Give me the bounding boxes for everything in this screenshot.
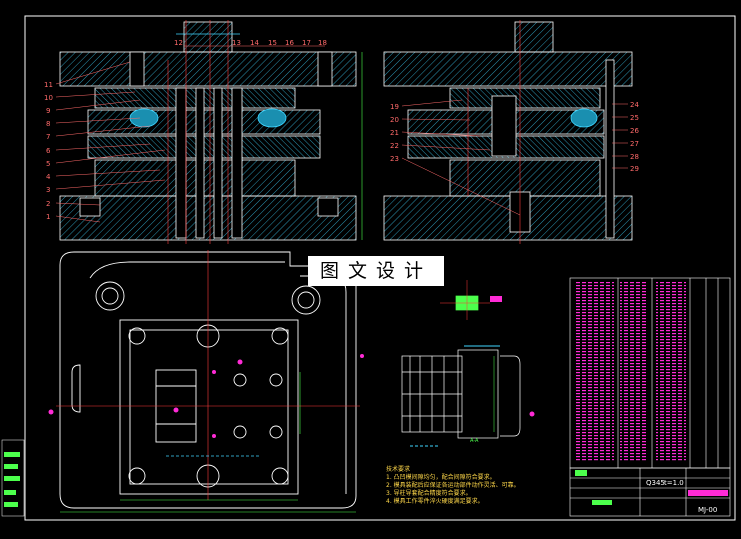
part-number: 14: [250, 39, 259, 47]
part-number: 5: [46, 160, 50, 168]
part-number: 7: [46, 133, 50, 141]
part-number: 28: [630, 153, 639, 161]
notes-title: 技术要求: [386, 466, 411, 473]
note-line: 1. 凸凹模间隙均匀，配合间隙符合要求。: [386, 474, 496, 481]
part-numbers-top: 12 13 14 15 16 17 18: [174, 39, 327, 47]
part-number: 3: [46, 186, 50, 194]
drawing-number: MJ-00: [698, 506, 717, 514]
note-line: 2. 模具装配后应保证各运动部件动作灵活、可靠。: [386, 482, 520, 489]
part-number: 26: [630, 127, 639, 135]
note-line: 3. 导柱导套配合精度符合要求。: [386, 490, 472, 497]
side-section-view: [383, 20, 633, 244]
material-label: Q345: [646, 479, 665, 487]
part-number: 13: [232, 39, 241, 47]
part-number: 23: [390, 155, 399, 163]
part-number: 11: [44, 81, 53, 89]
part-number: 15: [268, 39, 277, 47]
revision-stub: [1, 439, 25, 517]
technical-notes: 技术要求 1. 凸凹模间隙均匀，配合间隙符合要求。 2. 模具装配后应保证各运动…: [386, 466, 556, 506]
part-leaders-left: [55, 61, 166, 223]
plan-view: [56, 250, 360, 513]
part-number: 1: [46, 213, 50, 221]
thickness-label: t=1.0: [664, 479, 684, 487]
note-line: 4. 模具工作零件淬火硬度满足要求。: [386, 498, 484, 505]
part-number: 27: [630, 140, 639, 148]
part-number: 25: [630, 114, 639, 122]
part-number: 17: [302, 39, 311, 47]
part-number: 6: [46, 147, 51, 155]
part-number: 18: [318, 39, 327, 47]
section-label: A-A: [470, 438, 479, 444]
title-block: [569, 467, 731, 517]
part-number: 20: [390, 116, 399, 124]
part-number: 22: [390, 142, 399, 150]
highlight-marks: [48, 354, 535, 438]
part-numbers-left: 11 10 9 8 7 6 5 4 3 2 1: [44, 81, 53, 221]
part-number: 19: [390, 103, 399, 111]
part-number: 24: [630, 101, 639, 109]
part-number: 21: [390, 129, 399, 137]
strip-layout: [401, 345, 521, 447]
front-section-view: [59, 20, 363, 244]
part-number: 12: [174, 39, 183, 47]
part-number: 10: [44, 94, 53, 102]
part-number: 16: [285, 39, 294, 47]
part-number: 9: [46, 107, 50, 115]
part-numbers-right: 19 20 21 22 23 24 25 26 27 28 29: [390, 101, 639, 173]
part-detail: [440, 280, 502, 320]
design-watermark: 图文设计: [308, 256, 444, 286]
part-number: 4: [46, 173, 51, 181]
drawing-border: [24, 15, 736, 521]
parts-list: [569, 277, 731, 469]
part-number: 2: [46, 200, 50, 208]
part-leaders-right: [401, 99, 628, 216]
part-number: 8: [46, 120, 50, 128]
part-number: 29: [630, 165, 639, 173]
